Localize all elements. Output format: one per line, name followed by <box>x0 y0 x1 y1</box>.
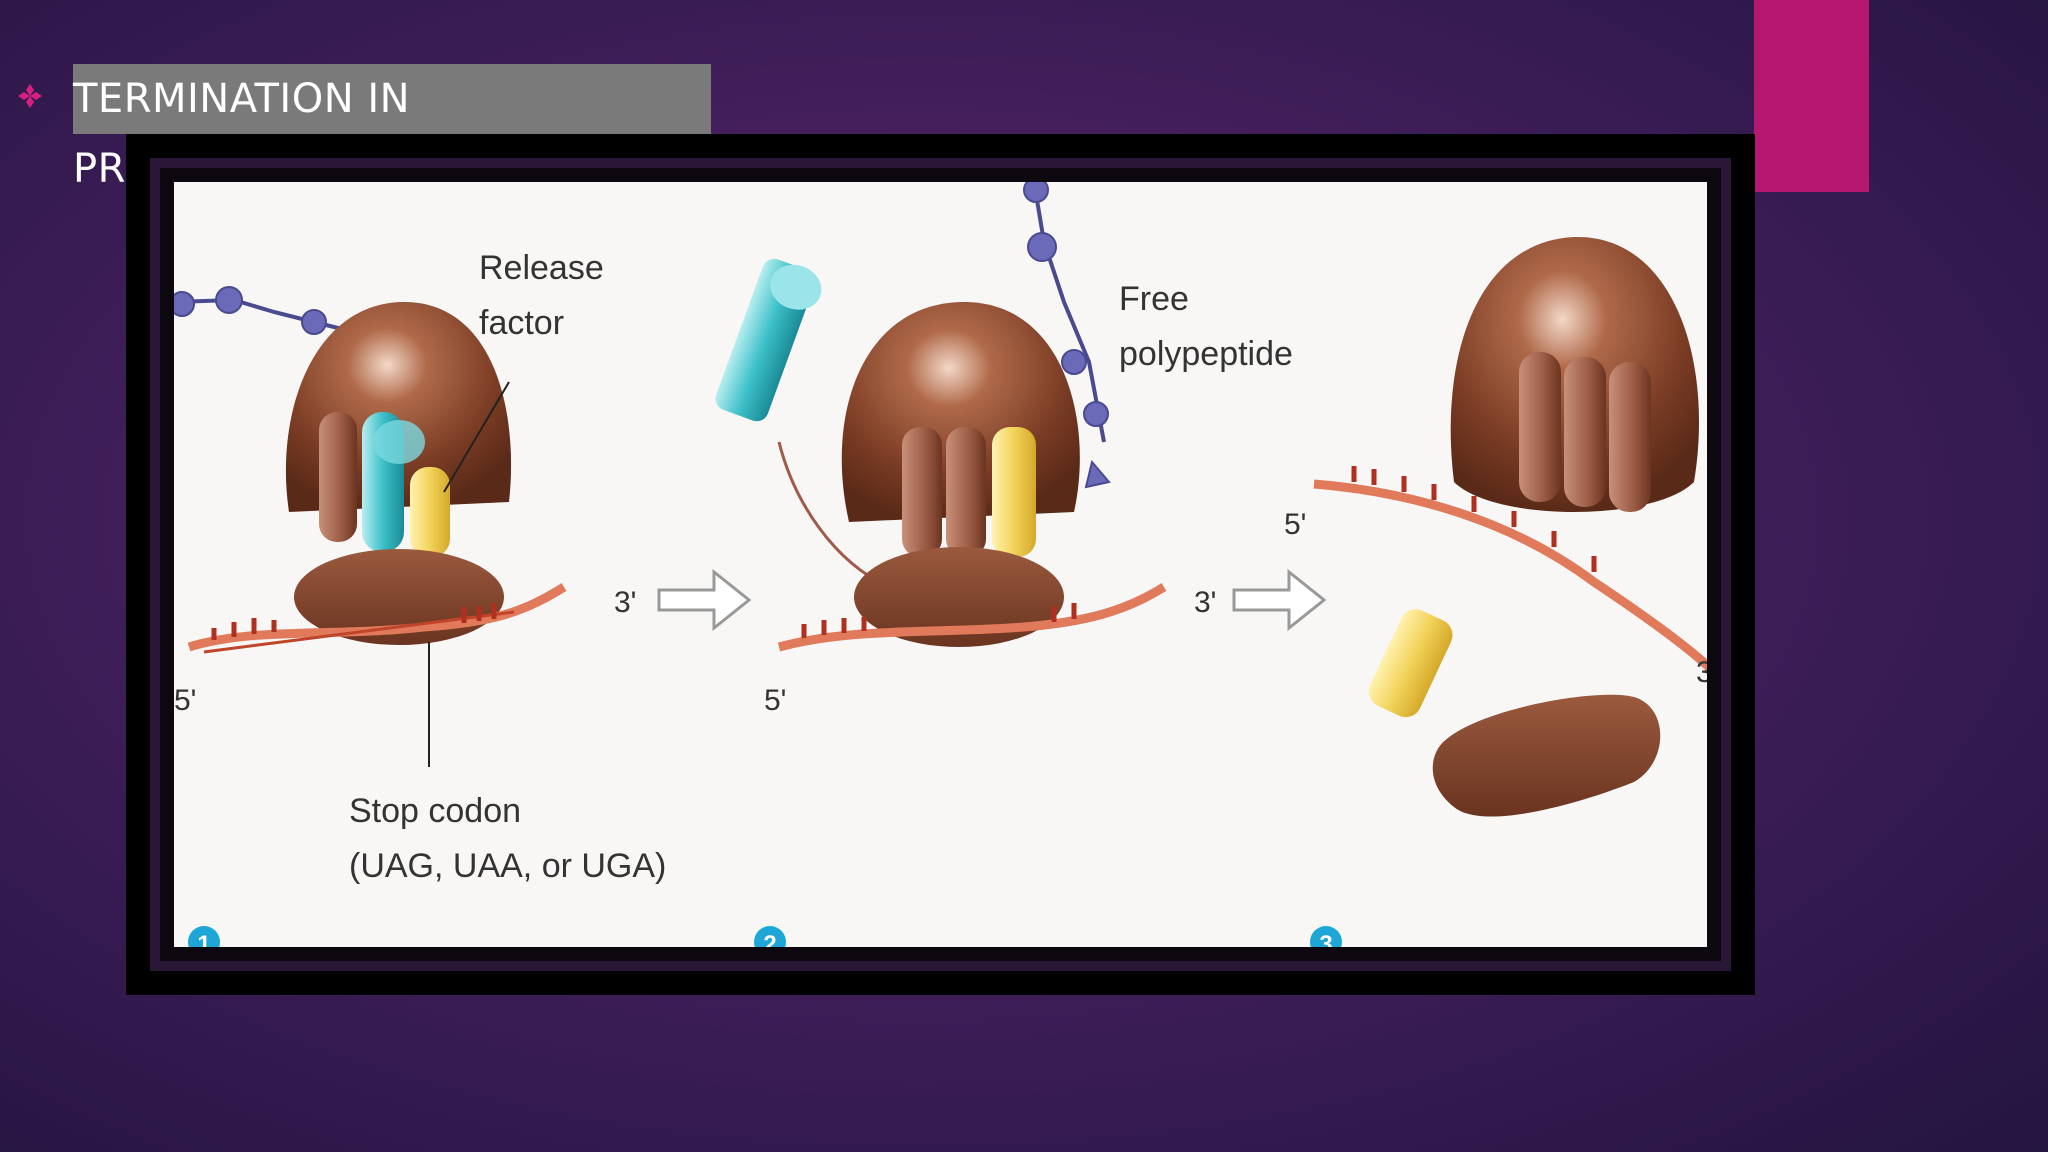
label-free-polypeptide-line1: Free <box>1119 280 1189 318</box>
four-diamond-bullet-icon <box>18 84 42 108</box>
step-badge-3: 3 <box>1310 926 1342 947</box>
release-factor-1 <box>410 467 450 557</box>
label-3prime-3: 3' <box>1696 656 1707 689</box>
svg-text:1: 1 <box>197 931 210 947</box>
step-arrow-1 <box>657 568 752 632</box>
label-release-factor-line2: factor <box>479 304 564 342</box>
accent-bar <box>1754 0 1869 192</box>
step-arrow-2 <box>1232 568 1327 632</box>
diagram-svg: Release factor Stop codon (UAG, UAA, or … <box>174 182 1707 947</box>
step-badge-1: 1 <box>188 926 220 947</box>
free-polypeptide-2 <box>1023 182 1111 489</box>
label-5prime-2: 5' <box>764 684 786 717</box>
release-factor-2 <box>992 427 1036 557</box>
label-stop-codon-line2: (UAG, UAA, or UGA) <box>349 847 666 885</box>
label-release-factor-line1: Release <box>479 249 604 287</box>
mrna-1 <box>187 583 567 654</box>
svg-text:2: 2 <box>763 931 776 947</box>
label-5prime-3: 5' <box>1284 508 1306 541</box>
step-2-panel: Free polypeptide <box>715 182 1293 947</box>
ribosome-small-subunit-3 <box>1432 694 1661 817</box>
svg-text:3: 3 <box>1319 931 1332 947</box>
released-trna-2 <box>715 258 822 422</box>
ribosome-small-subunit-2 <box>854 547 1064 647</box>
label-3prime-2: 3' <box>1194 586 1216 619</box>
label-free-polypeptide-line2: polypeptide <box>1119 335 1293 373</box>
label-3prime-1: 3' <box>614 586 636 619</box>
step-1-panel: Release factor Stop codon (UAG, UAA, or … <box>174 249 666 947</box>
step-3-panel: 5' 3' 3 <box>1284 236 1707 947</box>
step-badge-2: 2 <box>754 926 786 947</box>
released-release-factor-3 <box>1368 609 1453 718</box>
termination-diagram: Release factor Stop codon (UAG, UAA, or … <box>174 182 1707 947</box>
mrna-2 <box>777 583 1167 652</box>
mrna-3 <box>1313 466 1707 672</box>
label-stop-codon-line1: Stop codon <box>349 792 521 830</box>
figure-frame: Release factor Stop codon (UAG, UAA, or … <box>126 134 1755 995</box>
slide-title: TERMINATION IN PROKARYOTES <box>73 64 711 192</box>
label-5prime-1: 5' <box>174 684 196 717</box>
